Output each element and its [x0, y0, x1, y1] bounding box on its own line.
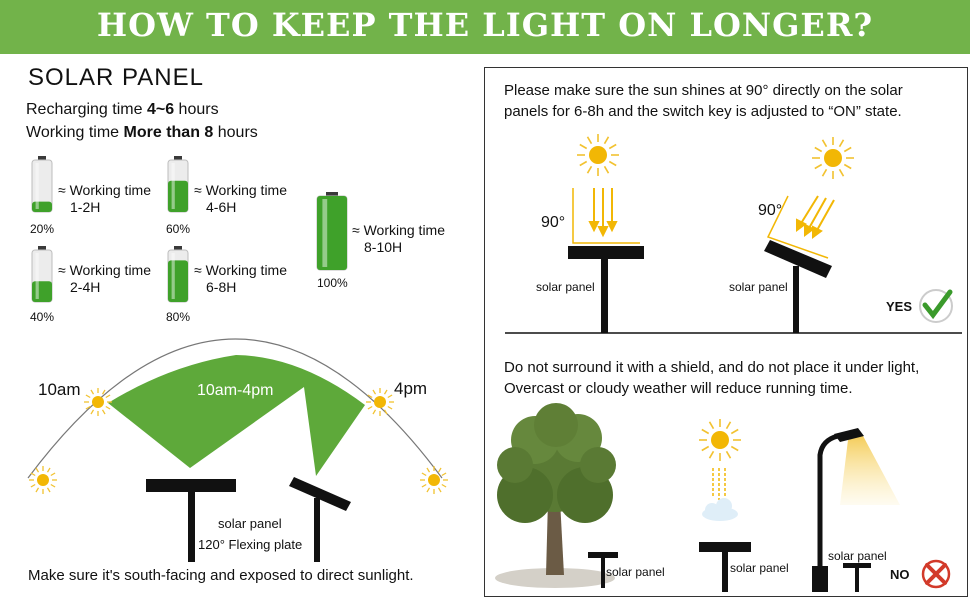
panel-label: solar panel [536, 280, 595, 294]
header-banner [0, 0, 970, 54]
sun-icon [366, 388, 394, 416]
battery-100-percent: 100% [317, 276, 348, 290]
page-title: HOW TO KEEP THE LIGHT ON LONGER? [96, 6, 874, 44]
solar-panel-tilted [289, 477, 351, 511]
solar-panel-flat [568, 246, 644, 259]
no-icon [921, 559, 951, 589]
bottom-instruction-line2: Overcast or cloudy weather will reduce r… [504, 380, 853, 397]
battery-40-line1: ≈ Working time [58, 262, 152, 278]
panel-pole [722, 552, 728, 592]
battery-80-line2: 6-8H [206, 279, 237, 295]
sun-icon [812, 137, 854, 179]
solar-panel-flat [699, 542, 751, 552]
panel-pole [601, 259, 608, 333]
sun-icon [699, 419, 741, 461]
sun-path-arc [27, 338, 443, 479]
battery-fill [32, 201, 52, 212]
battery-icon [167, 156, 189, 213]
battery-40-line2: 2-4H [70, 279, 101, 295]
battery-20-percent: 20% [30, 222, 55, 236]
sun-icon [29, 466, 57, 494]
solar-panel-flat [588, 552, 618, 558]
battery-80-line1: ≈ Working time [194, 262, 288, 278]
solar-panel-flat [146, 479, 236, 492]
panel-label: solar panel [606, 565, 665, 579]
battery-fill [168, 260, 188, 302]
diagonal-arrows-icon [796, 195, 835, 239]
battery-icon [31, 246, 53, 303]
panel-label: solar panel [729, 280, 788, 294]
panel-pole [188, 492, 195, 562]
battery-60-line1: ≈ Working time [194, 182, 288, 198]
tips-box [484, 67, 968, 597]
down-arrows-icon [712, 468, 726, 500]
top-instruction-line2: panels for 6-8h and the switch key is ad… [504, 103, 902, 120]
battery-icon [167, 246, 189, 303]
battery-fill [32, 281, 52, 302]
panel-label: solar panel [730, 561, 789, 575]
recharging-time: Recharging time 4~6 hours [26, 101, 219, 118]
angle-label: 90° [758, 202, 783, 219]
angle-label: 90° [541, 214, 566, 231]
angle-guide [572, 188, 640, 244]
top-instruction-line1: Please make sure the sun shines at 90° d… [504, 82, 903, 99]
battery-20-line1: ≈ Working time [58, 182, 152, 198]
street-light-pole [817, 433, 839, 592]
bottom-instruction-line1: Do not surround it with a shield, and do… [504, 359, 920, 376]
yes-label: YES [886, 299, 913, 314]
battery-80-percent: 80% [166, 310, 191, 324]
battery-60-percent: 60% [166, 222, 191, 236]
panel-pole [314, 498, 320, 562]
panel-label: solar panel [828, 549, 887, 563]
sun-icon [577, 134, 619, 176]
solar-panel-flat [843, 563, 871, 568]
solar-panel-tilted [764, 240, 832, 278]
angle-guide [766, 195, 829, 259]
tree-icon [495, 403, 616, 588]
panel-label: solar panel [218, 516, 282, 531]
down-arrows-icon [588, 188, 618, 238]
range-label: 10am-4pm [197, 382, 274, 399]
check-icon [919, 289, 953, 323]
end-time-label: 4pm [394, 379, 428, 398]
no-label: NO [890, 567, 910, 582]
light-cone [840, 434, 900, 505]
section-title: SOLAR PANEL [28, 64, 204, 91]
start-time-label: 10am [38, 380, 81, 399]
footer-text: Make sure it's south-facing and exposed … [28, 567, 414, 584]
panel-pole [855, 568, 859, 592]
battery-icon [31, 156, 53, 213]
battery-20-line2: 1-2H [70, 199, 101, 215]
sun-icon [420, 466, 448, 494]
battery-fill [317, 196, 347, 270]
battery-100-line1: ≈ Working time [352, 222, 446, 238]
street-light-base [812, 566, 828, 592]
working-time: Working time More than 8 hours [26, 124, 258, 141]
panel-pole [601, 558, 605, 588]
panel-pole [793, 266, 799, 333]
coverage-sector [108, 355, 365, 476]
street-light-head [834, 428, 864, 442]
battery-icons [31, 156, 348, 303]
sun-icon [84, 388, 112, 416]
cloud-icon [702, 498, 738, 521]
battery-icon [316, 192, 348, 271]
battery-60-line2: 4-6H [206, 199, 237, 215]
battery-100-line2: 8-10H [364, 239, 403, 255]
battery-fill [168, 180, 188, 212]
battery-40-percent: 40% [30, 310, 55, 324]
flex-label: 120° Flexing plate [198, 537, 303, 552]
